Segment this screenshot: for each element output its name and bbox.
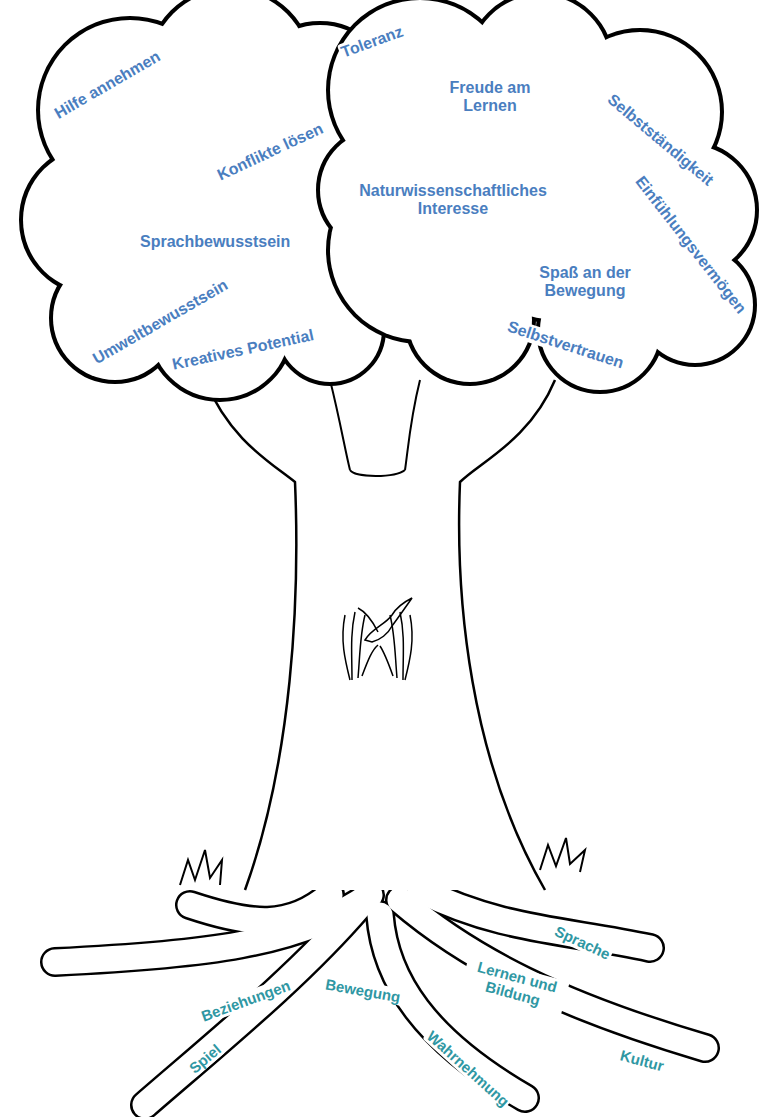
grass-tuft xyxy=(180,850,222,885)
crown-label: Spaß an der Bewegung xyxy=(528,264,642,301)
hands-dove-symbol xyxy=(343,598,412,680)
grass-tuft xyxy=(540,838,585,872)
branch-line xyxy=(330,380,350,470)
crown-outline xyxy=(320,0,755,390)
crown-label: Naturwissenschaftliches Interesse xyxy=(336,182,570,219)
crown-fill xyxy=(320,0,755,390)
crown-label: Freude am Lernen xyxy=(438,79,542,116)
crown-label: Sprachbewusstsein xyxy=(138,233,292,251)
trunk-fill xyxy=(205,380,555,890)
trunk-edge xyxy=(205,380,296,890)
root-label: Kultur xyxy=(617,1046,668,1075)
root-fill xyxy=(55,890,705,1105)
branch-line xyxy=(350,470,405,476)
trunk-edge xyxy=(459,380,555,890)
branch-line xyxy=(405,380,420,470)
root-outline xyxy=(55,890,705,1105)
